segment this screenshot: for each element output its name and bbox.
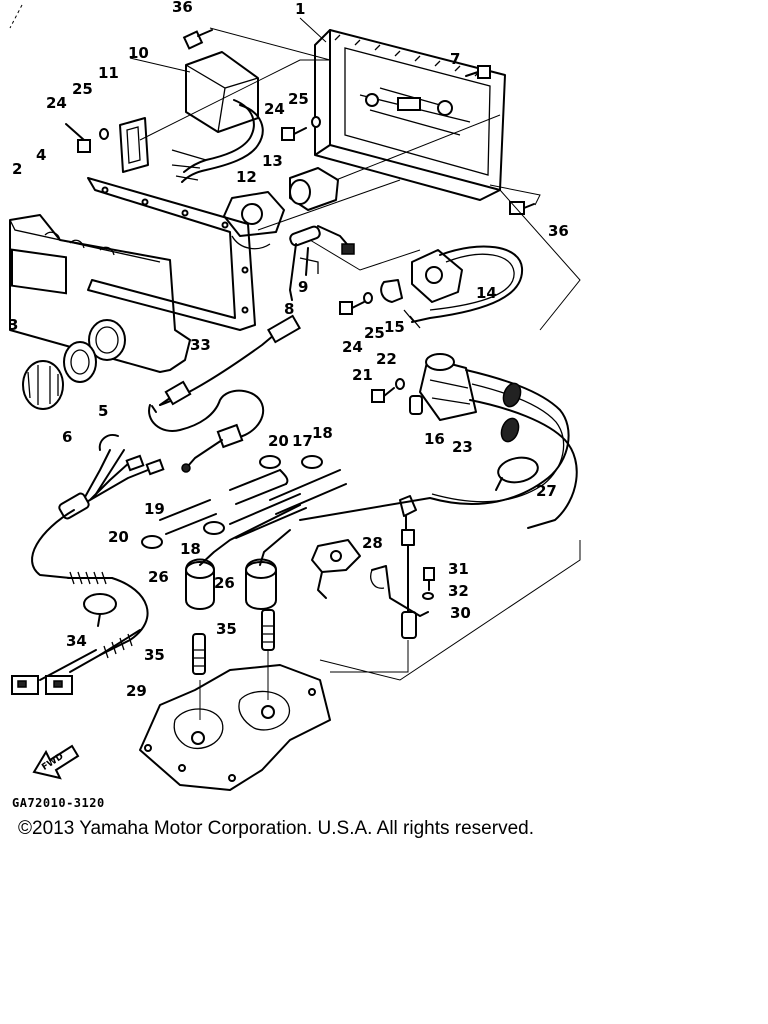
part-label-25: 25 (72, 80, 93, 98)
part-label-28: 28 (362, 534, 383, 552)
part-label-27: 27 (536, 482, 557, 500)
screw-part (423, 567, 435, 591)
clamp-band-part (495, 456, 539, 491)
part-label-9: 9 (298, 278, 308, 296)
bracket-part (119, 117, 149, 173)
part-label-35: 35 (216, 620, 237, 638)
part-label-29: 29 (126, 682, 147, 700)
part-label-24: 24 (46, 94, 67, 112)
part-label-8: 8 (284, 300, 294, 318)
part-label-20: 20 (108, 528, 129, 546)
cover-part (9, 214, 191, 373)
hose-clamp-part (141, 455, 323, 549)
part-label-23: 23 (452, 438, 473, 456)
part-label-33: 33 (190, 336, 211, 354)
part-label-7: 7 (450, 50, 460, 68)
part-label-6: 6 (62, 428, 72, 446)
sensor-part (311, 539, 361, 599)
ignition-coil-part (223, 191, 285, 250)
cap-part (22, 360, 64, 410)
clamp-part (380, 279, 403, 303)
part-label-24: 24 (342, 338, 363, 356)
part-label-14: 14 (476, 284, 497, 302)
electrical-box-part (314, 29, 506, 201)
part-label-18: 18 (312, 424, 333, 442)
tie-clamp-part (83, 593, 117, 627)
fwd-arrow-icon: FWD (32, 744, 80, 780)
part-label-1: 1 (295, 0, 305, 18)
part-label-24: 24 (264, 100, 285, 118)
part-label-22: 22 (376, 350, 397, 368)
part-label-31: 31 (448, 560, 469, 578)
part-label-32: 32 (448, 582, 469, 600)
part-label-11: 11 (98, 64, 119, 82)
hose-part (159, 469, 347, 539)
cylinder-head-part (139, 664, 331, 791)
part-label-26: 26 (214, 574, 235, 592)
washer-part (422, 592, 434, 600)
part-label-19: 19 (144, 500, 165, 518)
part-labels: 36 1 7 10 11 25 24 24 25 13 2 4 12 36 9 … (8, 0, 569, 700)
part-label-10: 10 (128, 44, 149, 62)
harness-connector-part (151, 314, 301, 413)
part-label-4: 4 (36, 146, 46, 164)
part-label-36: 36 (172, 0, 193, 16)
cdi-unit-part (171, 51, 264, 183)
part-label-26: 26 (148, 568, 169, 586)
part-label-5: 5 (98, 402, 108, 420)
part-label-20: 20 (268, 432, 289, 450)
part-label-2: 2 (12, 160, 22, 178)
part-label-35: 35 (144, 646, 165, 664)
part-label-16: 16 (424, 430, 445, 448)
fuse-holder-part (289, 225, 355, 301)
bolt-part (65, 29, 535, 403)
part-label-30: 30 (450, 604, 471, 622)
wire-harness-part (31, 434, 165, 579)
gasket-part (87, 177, 256, 331)
copyright-notice: ©2013 Yamaha Motor Corporation. U.S.A. A… (18, 818, 534, 839)
part-label-13: 13 (262, 152, 283, 170)
grommet-part (500, 382, 522, 443)
part-label-34: 34 (66, 632, 87, 650)
part-label-18: 18 (180, 540, 201, 558)
part-label-25: 25 (364, 324, 385, 342)
part-label-15: 15 (384, 318, 405, 336)
rectifier-part (289, 167, 339, 211)
seal-ring-part (63, 341, 97, 383)
part-label-12: 12 (236, 168, 257, 186)
washer-part (99, 116, 405, 390)
thermo-switch-part (370, 495, 429, 639)
lead-wire-part (148, 389, 265, 473)
regulator-part (403, 245, 524, 329)
diagram-code: GA72010-3120 (12, 796, 105, 810)
part-label-3: 3 (8, 316, 18, 334)
part-label-25: 25 (288, 90, 309, 108)
leader-lines (9, 4, 581, 720)
spark-plug-part (192, 609, 275, 675)
part-label-21: 21 (352, 366, 373, 384)
spring-wire-part (11, 571, 149, 695)
part-label-17: 17 (292, 432, 313, 450)
plug-cap-part (185, 504, 301, 610)
part-label-36: 36 (548, 222, 569, 240)
